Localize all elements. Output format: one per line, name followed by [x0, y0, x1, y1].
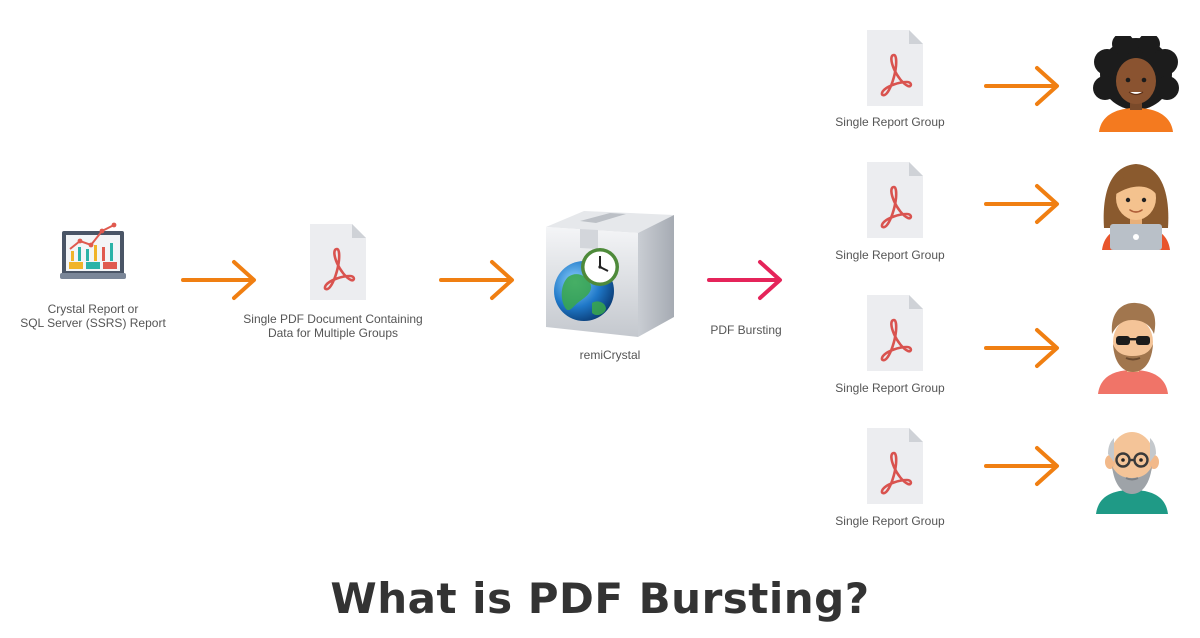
arrow-right-icon — [180, 258, 260, 302]
bearded-man-sunglasses-avatar-icon — [1094, 298, 1172, 394]
woman-curly-hair-avatar-icon — [1093, 36, 1179, 132]
pdf-document-label: Single PDF Document Containing Data for … — [243, 312, 423, 340]
remicrystal-box-icon — [540, 205, 680, 345]
bursting-label: PDF Bursting — [710, 323, 782, 337]
output-label: Single Report Group — [835, 381, 945, 395]
arrow-right-icon — [983, 182, 1063, 226]
arrow-right-icon — [983, 444, 1063, 488]
page-title: What is PDF Bursting? — [330, 574, 870, 623]
output-label: Single Report Group — [835, 248, 945, 262]
pdf-document-icon — [865, 160, 925, 240]
processor-label: remiCrystal — [579, 348, 641, 362]
arrow-right-icon — [983, 326, 1063, 370]
pdf-document-icon — [308, 222, 368, 302]
arrow-right-icon — [706, 258, 786, 302]
output-label: Single Report Group — [835, 514, 945, 528]
woman-laptop-avatar-icon — [1096, 158, 1176, 250]
arrow-right-icon — [983, 64, 1063, 108]
pdf-document-icon — [865, 426, 925, 506]
crystal-report-icon — [58, 215, 128, 285]
arrow-right-icon — [438, 258, 518, 302]
pdf-document-icon — [865, 28, 925, 108]
bald-man-glasses-avatar-icon — [1092, 422, 1172, 514]
output-label: Single Report Group — [835, 115, 945, 129]
pdf-document-icon — [865, 293, 925, 373]
source-label: Crystal Report or SQL Server (SSRS) Repo… — [20, 302, 166, 330]
